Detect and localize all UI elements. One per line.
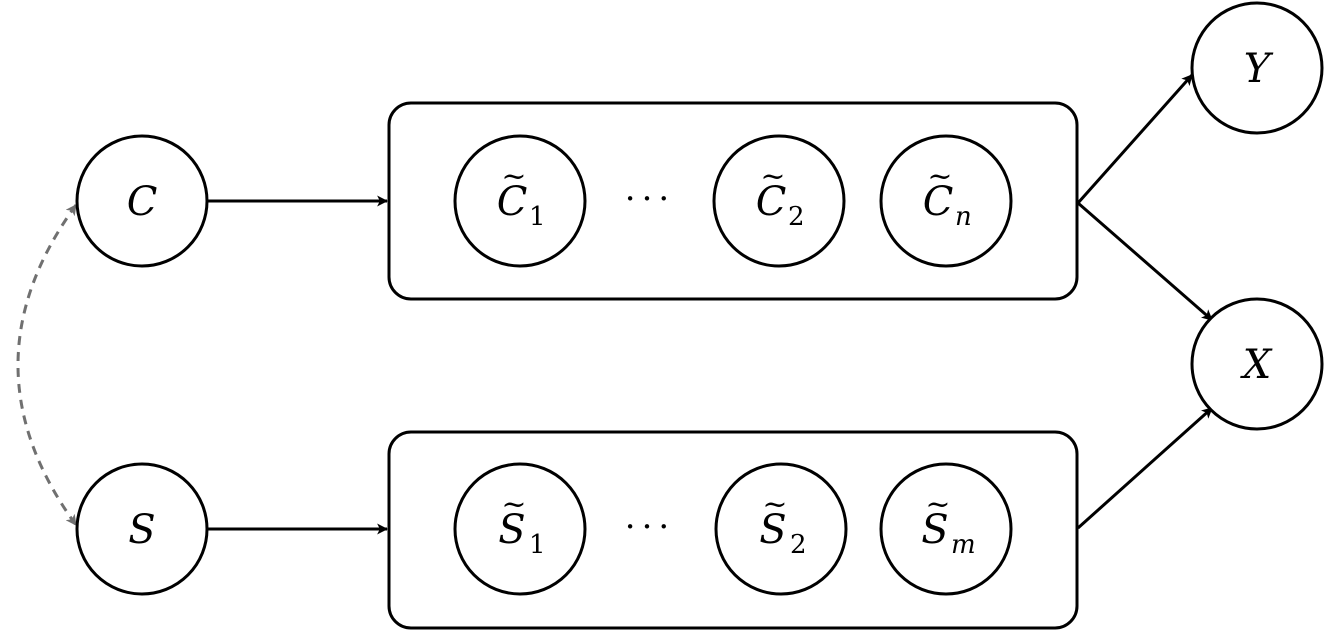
node-c-tilde-n-label: C [923, 179, 954, 225]
node-x: X [1190, 297, 1324, 431]
node-s-tilde-m: ~ S m [879, 462, 1013, 596]
tilde-mark: ~ [925, 487, 950, 522]
tilde-mark: ~ [762, 487, 787, 522]
node-s-tilde-1-label: S [498, 507, 525, 553]
edge-s-group-to-x [1076, 406, 1214, 530]
node-c-tilde-2-label: C [756, 179, 787, 225]
tilde-mark: ~ [501, 487, 526, 522]
node-y-label: Y [1244, 46, 1274, 92]
tilde-mark: ~ [760, 159, 785, 194]
edge-c-group-to-y [1076, 74, 1194, 204]
tilde-mark: ~ [501, 159, 526, 194]
node-y: Y [1190, 1, 1324, 135]
node-c-tilde-2: ~ C 2 [712, 134, 846, 268]
node-s-tilde-1: ~ S 1 [453, 462, 587, 596]
node-c-tilde-1-label: C [497, 179, 528, 225]
node-s-tilde-m-label: S [921, 507, 948, 553]
node-c-tilde-2-subscript: 2 [788, 202, 805, 232]
node-c-label: C [127, 179, 158, 225]
edge-c-group-to-x [1077, 201, 1213, 322]
node-c: C [75, 134, 209, 268]
node-x-label: X [1240, 342, 1273, 388]
node-c-tilde-1-subscript: 1 [529, 202, 546, 232]
node-c-tilde-n: ~ C n [879, 134, 1013, 268]
ellipsis-top: ··· [625, 179, 675, 219]
node-s: S [75, 462, 209, 596]
node-c-tilde-n-subscript: n [955, 202, 972, 232]
node-s-tilde-1-subscript: 1 [529, 530, 546, 560]
tilde-mark: ~ [927, 159, 952, 194]
node-s-label: S [128, 507, 155, 553]
node-s-tilde-2-label: S [759, 507, 786, 553]
node-s-tilde-m-subscript: m [951, 530, 976, 560]
node-s-tilde-2: ~ S 2 [714, 462, 848, 596]
node-s-tilde-2-subscript: 2 [790, 530, 807, 560]
edge-c-s-dashed-bidirectional [16, 204, 78, 526]
node-c-tilde-1: ~ C 1 [453, 134, 587, 268]
ellipsis-bottom: ··· [625, 507, 675, 547]
